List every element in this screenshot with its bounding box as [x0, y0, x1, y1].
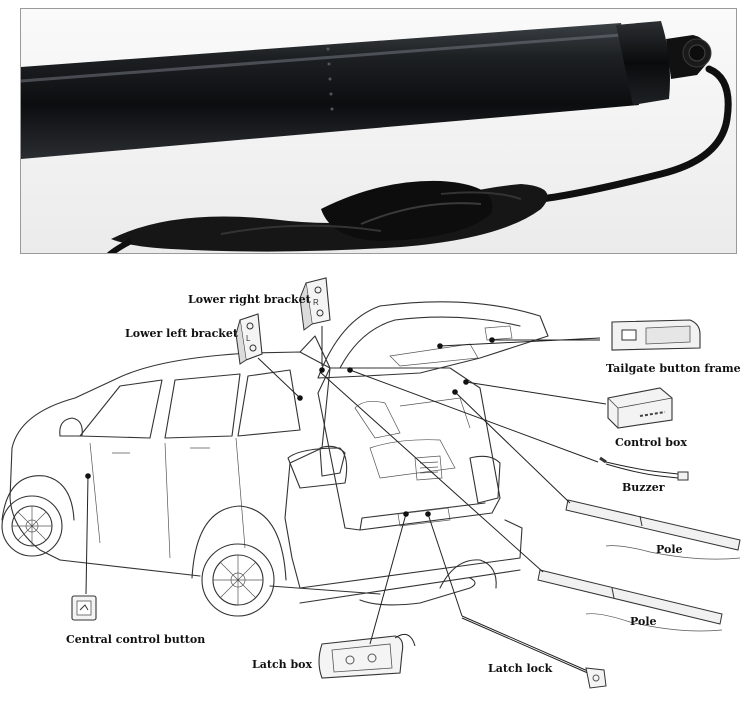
pole-part-2: [537, 569, 723, 632]
strut-tube: [21, 23, 639, 159]
pole-part-1: [565, 499, 741, 560]
strut-end-cap: [616, 21, 670, 105]
installation-diagram: R L: [1, 277, 741, 689]
buzzer-part: [599, 456, 689, 481]
bracket-mark-right: R: [313, 298, 319, 307]
installation-points: [85, 337, 495, 517]
tube-marks: [326, 47, 334, 111]
label-central-control-button: Central control button: [66, 633, 205, 646]
latch-box-part: [318, 633, 416, 679]
label-pole-2: Pole: [630, 615, 657, 628]
suv-line-drawing: [1, 301, 549, 617]
product-photo: [20, 8, 737, 254]
bracket-mark-left: L: [246, 334, 251, 343]
label-buzzer: Buzzer: [622, 481, 665, 494]
latch-lock-part: [461, 615, 607, 689]
central-control-button-part: [71, 595, 97, 621]
lower-right-bracket: R: [299, 277, 331, 331]
label-latch-box: Latch box: [252, 658, 312, 671]
label-lower-left-bracket: Lower left bracket: [125, 327, 239, 340]
rear-wheel: [191, 505, 287, 617]
lower-left-bracket: L: [235, 313, 263, 365]
open-tailgate: [317, 301, 549, 379]
front-wheel: [1, 475, 75, 557]
label-latch-lock: Latch lock: [488, 662, 553, 675]
label-tailgate-button-frame: Tailgate button frame: [606, 362, 741, 375]
label-control-box: Control box: [615, 436, 687, 449]
label-pole-1: Pole: [656, 543, 683, 556]
tailgate-button-frame-part: [611, 319, 701, 351]
strut-photo-svg: [21, 9, 736, 253]
control-box-part: [607, 387, 673, 429]
leader-lines: [85, 326, 607, 645]
label-lower-right-bracket: Lower right bracket: [188, 293, 312, 306]
wire-loom-bundle: [107, 180, 548, 253]
